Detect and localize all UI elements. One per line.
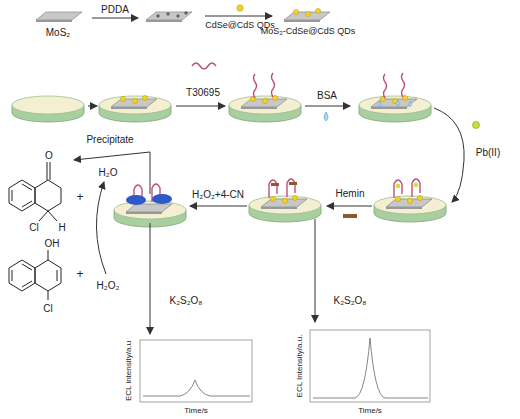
- plus-sign: +: [76, 191, 83, 204]
- atom-label: Cl: [43, 303, 52, 314]
- atom-label: Cl: [29, 222, 38, 233]
- atom-label: O: [45, 150, 53, 161]
- reagent-label: Hemin: [336, 188, 365, 199]
- process-label: Precipitate: [86, 134, 133, 145]
- reagent-label: K₂S₂O₈: [333, 295, 366, 306]
- atom-label: H: [58, 222, 65, 233]
- chemical-label: H₂O₂: [97, 280, 120, 291]
- axis-title: ECL intensity/a.u: [125, 341, 134, 401]
- reagent-label: K₂S₂O₈: [169, 295, 202, 306]
- atom-label: OH: [45, 238, 60, 249]
- reagent-label: Pb(II): [476, 147, 500, 158]
- reagent-label: H₂O₂+4-CN: [192, 189, 244, 200]
- reagent-label: BSA: [317, 90, 337, 101]
- reagent-label: T30695: [186, 87, 220, 98]
- axis-title: Time/s: [184, 407, 208, 416]
- axis-title: Time/s: [358, 407, 382, 416]
- reagent-label: PDDA: [101, 4, 129, 15]
- axis-title: ECL Intensity/a.u.: [296, 335, 305, 398]
- chemical-label: H₂O: [99, 167, 118, 178]
- part-name: MoS₂: [46, 27, 70, 38]
- plus-sign: +: [76, 268, 83, 281]
- part-name: MoS₂-CdSe@CdS QDs: [261, 27, 356, 37]
